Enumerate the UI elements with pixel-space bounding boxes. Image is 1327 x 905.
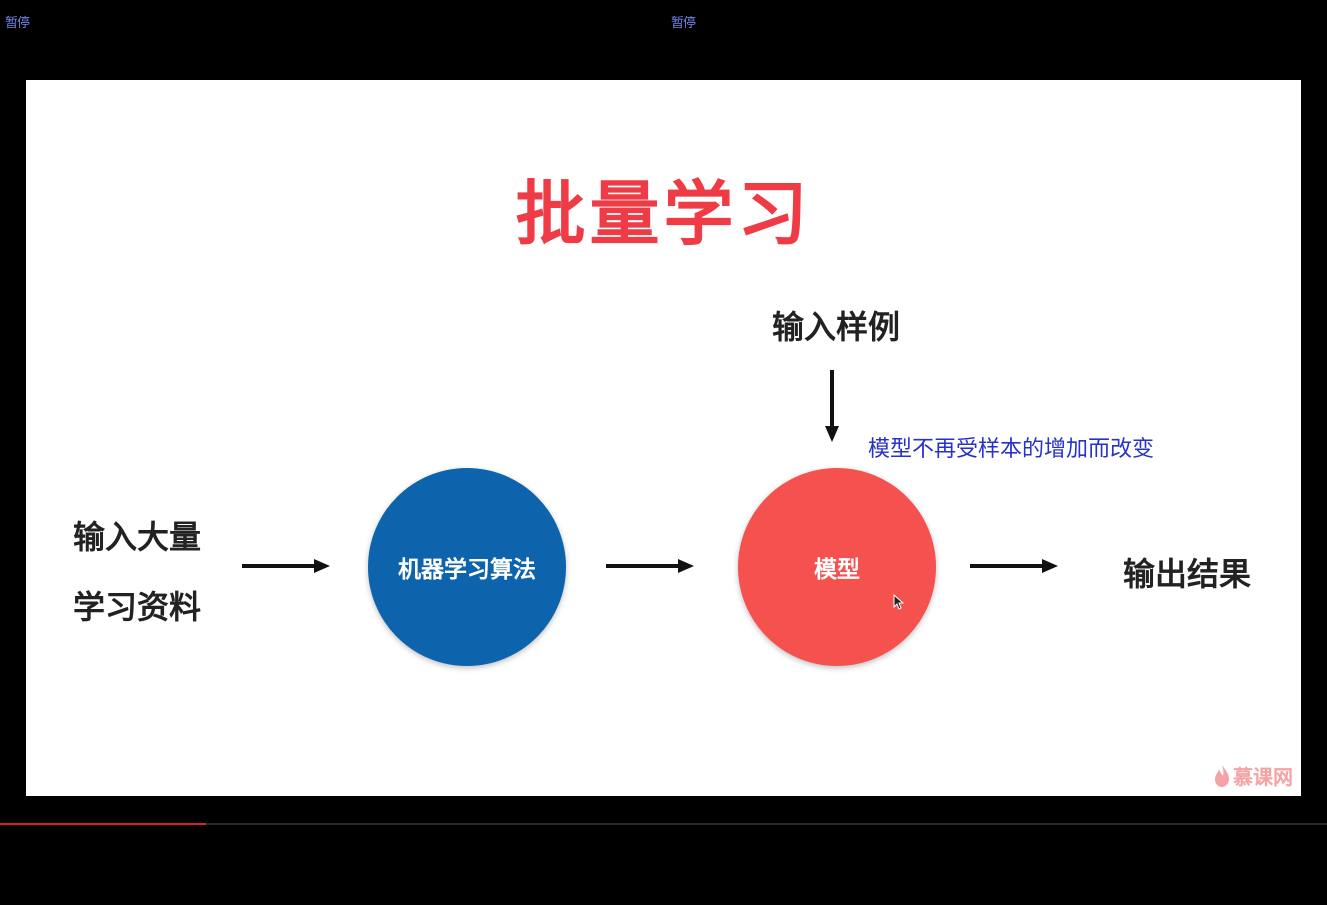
watermark-text: 慕课网 [1233, 765, 1293, 789]
pause-indicator: 暂停 [5, 16, 30, 31]
slide-title: 批量学习 [515, 173, 812, 255]
mouse-cursor-icon [893, 594, 905, 610]
model-circle: 模型 [738, 468, 936, 666]
flame-icon [1215, 764, 1229, 787]
arrow-right-icon [242, 559, 330, 573]
pause-indicator-center: 暂停 [671, 16, 696, 31]
annotation-text: 模型不再受样本的增加而改变 [868, 437, 1155, 462]
arrow-down-icon [825, 370, 839, 442]
output-result-label: 输出结果 [1123, 555, 1252, 593]
video-progress-fill [0, 823, 206, 825]
input-batch-label-line1: 输入大量 [73, 518, 202, 556]
watermark-logo: 慕课网 [1213, 761, 1293, 790]
input-sample-label: 输入样例 [772, 308, 901, 346]
input-batch-label-line2: 学习资料 [73, 588, 202, 626]
video-progress-bar[interactable] [0, 823, 1327, 825]
video-slide: 批量学习 输入大量 学习资料 机器学习算法 输入样例 模型不再受样本的增加而改变… [26, 80, 1301, 796]
arrow-right-icon [606, 559, 694, 573]
arrow-right-icon [970, 559, 1058, 573]
model-label: 模型 [814, 557, 860, 583]
algorithm-circle: 机器学习算法 [368, 468, 566, 666]
algorithm-label: 机器学习算法 [398, 557, 536, 583]
